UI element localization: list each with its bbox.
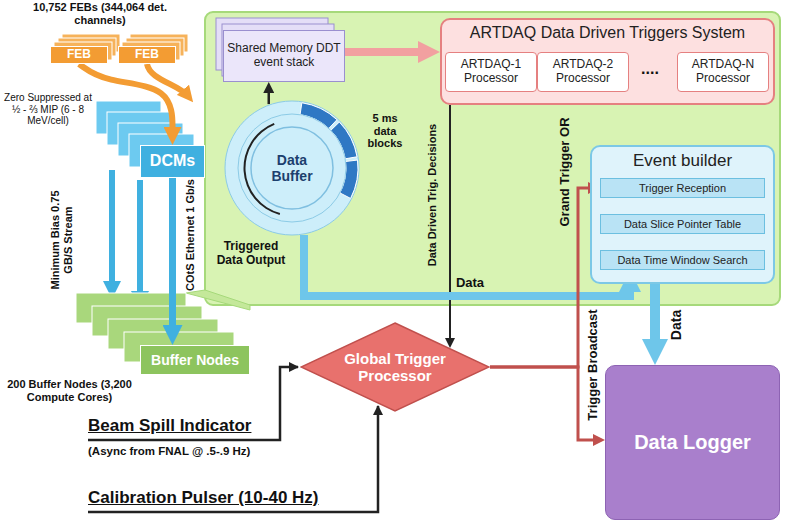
connector — [345, 48, 427, 56]
block-note: 5 ms data blocks — [360, 112, 410, 150]
node-text: Data Slice Pointer Table — [624, 218, 741, 231]
connector — [449, 105, 451, 342]
group-heading: Event builder — [633, 151, 732, 171]
beam-spill-line — [88, 367, 298, 440]
connector — [169, 178, 176, 333]
node-text: Data Buffer — [257, 152, 327, 184]
dcm-box: DCMs — [140, 145, 205, 178]
link-label: COtS Ethernet 1 Gb/s — [184, 179, 197, 291]
process-box: Data Time Window Search — [600, 250, 765, 270]
daq-panel — [205, 12, 780, 305]
calibration-line — [88, 406, 378, 512]
node-text: ARTDAQ-1 Processor — [446, 58, 536, 86]
broadcast-label: Trigger Broadcast — [586, 309, 601, 420]
node-text: FEB — [67, 48, 91, 62]
feb-box: FEB — [50, 46, 108, 64]
connector — [79, 64, 173, 134]
decision-label: Data Driven Trig. Decisions — [426, 124, 439, 266]
stream-arrows — [112, 170, 140, 300]
connector — [267, 89, 270, 105]
threshold-note: Zero Suppressed at ½ - ⅔ MIP (6 - 8 MeV/… — [2, 92, 94, 127]
node-text: Data Logger — [634, 431, 751, 454]
process-box: Trigger Reception — [600, 178, 765, 198]
connector — [304, 235, 630, 296]
node-text: ARTDAQ-N Processor — [678, 58, 768, 86]
count-label: 200 Buffer Nodes (3,200 Compute Cores) — [2, 378, 137, 403]
input-label: Calibration Pulser (10-40 Hz) — [88, 488, 319, 508]
node-text: ARTDAQ-2 Processor — [538, 58, 628, 86]
process-box: Data Slice Pointer Table — [600, 214, 765, 234]
output-label: Triggered Data Output — [210, 240, 292, 268]
node-text: Global Trigger Processor — [340, 350, 450, 385]
node-text: Data Time Window Search — [617, 254, 747, 267]
data-buffer-ring: Data Buffer — [224, 100, 360, 236]
node-text: Shared Memory DDT event stack — [224, 42, 344, 70]
processor-box: ARTDAQ-1 Processor — [445, 52, 537, 92]
ellipsis: .... — [630, 60, 670, 78]
data-label: Data — [668, 310, 684, 340]
node-text: Trigger Reception — [639, 182, 726, 195]
data-logger-box: Data Logger — [605, 365, 780, 520]
group-heading: ARTDAQ Data Driven Triggers System — [470, 24, 745, 42]
feb-box: FEB — [118, 46, 176, 64]
processor-box: ARTDAQ-N Processor — [677, 52, 769, 92]
count-label: 10,752 FEBs (344,064 det. channels) — [30, 1, 170, 26]
shared-memory-box: Shared Memory DDT event stack — [223, 30, 345, 82]
connector — [490, 367, 598, 440]
input-note: (Async from FNAL @ .5-.9 Hz) — [88, 445, 250, 458]
artdaq-system: ARTDAQ Data Driven Triggers SystemARTDAQ… — [440, 18, 775, 105]
node-text: FEB — [135, 48, 159, 62]
trigger-label: Grand Trigger OR — [558, 117, 573, 226]
input-label: Beam Spill Indicator — [88, 416, 251, 436]
connector — [650, 284, 660, 349]
data-label: Data — [456, 276, 484, 291]
node-text: DCMs — [150, 152, 195, 170]
processor-box: ARTDAQ-2 Processor — [537, 52, 629, 92]
event-builder: Event builderTrigger ReceptionData Slice… — [590, 145, 775, 284]
connector — [490, 188, 593, 367]
node-text: Buffer Nodes — [151, 352, 239, 368]
stream-label: Minimum Bias 0.75 GB/S Stream — [49, 180, 74, 300]
decision-diamond: Global Trigger Processor — [300, 322, 490, 412]
buffer-node-box: Buffer Nodes — [140, 345, 250, 375]
